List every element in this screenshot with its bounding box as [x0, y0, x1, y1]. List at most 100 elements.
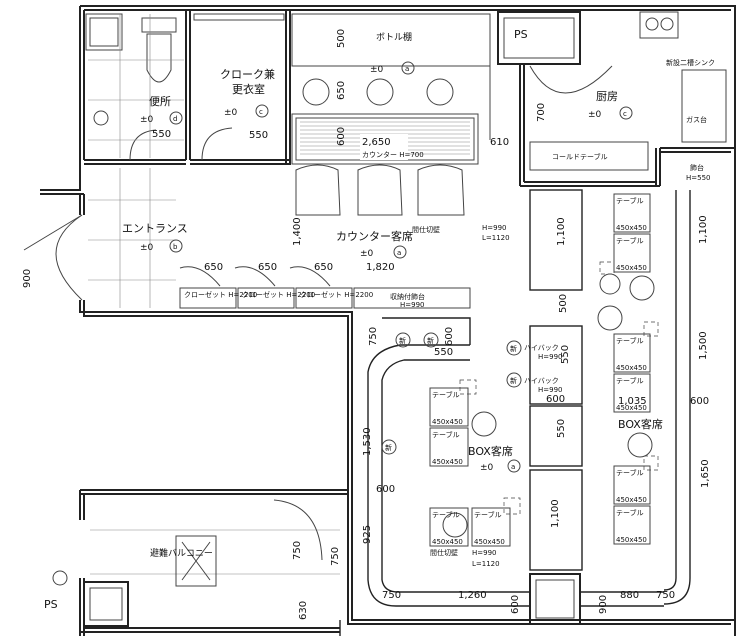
dim-600a: 600 [444, 327, 455, 346]
table-size: 450x450 [616, 364, 647, 372]
dim-1530: 1,530 [362, 427, 373, 456]
table-size: 450x450 [432, 418, 463, 426]
box-seats-level: ±0 [480, 463, 494, 473]
dim-closet-650b: 650 [258, 262, 277, 273]
entrance: 900 エントランス ±0 b [22, 168, 188, 308]
table-label: テーブル [616, 376, 644, 385]
outer-walls [40, 5, 736, 636]
table: テーブル 450x450 [613, 333, 651, 373]
table-label: テーブル [432, 390, 460, 399]
table-label: テーブル [616, 236, 644, 245]
table-size: 450x450 [616, 496, 647, 504]
new-mark-4: 新 [510, 344, 517, 353]
table: テーブル 450x450 [613, 193, 651, 233]
dim-750b: 750 [292, 541, 303, 560]
dim-1260: 1,260 [458, 590, 487, 601]
table: テーブル 450x450 [429, 427, 469, 467]
box-seats-right-label: BOX客席 [618, 417, 663, 431]
shelf-label: 飾台 [690, 163, 704, 172]
new-mark-2: 新 [427, 336, 434, 345]
new-mark-5: 新 [510, 376, 517, 385]
dim-610: 610 [490, 137, 509, 148]
entrance-level: ±0 [140, 243, 154, 253]
dim-750c: 750 [330, 547, 341, 566]
kitchen-label: 厨房 [596, 90, 618, 103]
dim-1100a: 1,100 [556, 217, 567, 246]
balcony-label: 避難バルコニー [150, 547, 213, 559]
dim-bar-650: 650 [336, 81, 347, 100]
partition-bottom-3: L=1120 [472, 560, 500, 568]
dim-counter-2650: 2,650 [362, 137, 391, 148]
sink-label: 新設二槽シンク [666, 58, 715, 67]
ps-top-label: PS [514, 28, 528, 41]
dim-600b: 600 [546, 394, 565, 405]
box-seats-right: 1,100 1,500 600 1,650 1,035 BOX客席 [618, 190, 711, 605]
dim-counter-600: 600 [336, 127, 347, 146]
kitchen-code: c [623, 110, 627, 118]
storage-label: 収納付飾台 [390, 292, 425, 301]
dim-cloak-550: 550 [249, 130, 268, 141]
kitchen: 新設二槽シンク ガス台 700 厨房 ±0 c コールドテーブル 飾台 H=55… [519, 11, 735, 187]
bottle-shelf-label: ボトル棚 [376, 31, 412, 43]
box-seats-label: BOX客席 [468, 444, 513, 458]
table: テーブル 450x450 [613, 505, 651, 545]
dim-1650: 1,650 [700, 459, 711, 488]
counter-seats-level: ±0 [360, 249, 374, 259]
dim-600d: 600 [376, 484, 395, 495]
cold-table-label: コールドテーブル [552, 152, 608, 161]
partition-bottom-1: 間仕切壁 [430, 548, 458, 557]
dim-entrance-900: 900 [22, 269, 33, 288]
dim-750a: 750 [368, 327, 379, 346]
table: テーブル 450x450 [429, 387, 469, 427]
high-back-seating: 1,100 500 550 550 1,100 600 新 ハイバック H=99… [506, 189, 659, 571]
counter-seats: 1,400 カウンター客席 ±0 a 間仕切壁 H=990 L=1120 650… [179, 164, 510, 309]
dim-600c: 600 [690, 396, 709, 407]
entrance-label: エントランス [122, 222, 188, 235]
dim-550d: 550 [556, 419, 567, 438]
dim-1100c: 1,100 [550, 499, 561, 528]
new-mark-1: 新 [399, 336, 406, 345]
dim-550c: 550 [560, 345, 571, 364]
bar-area: ボトル棚 500 650 ±0 a 2,650 カウンター H=700 600 … [291, 13, 509, 165]
counter-label: カウンター H=700 [362, 150, 424, 159]
dim-900c: 900 [598, 595, 609, 614]
high-back-2-label: ハイバック [524, 377, 559, 385]
table: テーブル 450x450 [471, 507, 511, 547]
counter-seats-code: a [397, 249, 401, 257]
table-label: テーブル [432, 430, 460, 439]
entrance-code: b [173, 243, 178, 251]
closet-2-label: クローゼット H=2200 [242, 290, 315, 299]
dim-550b: 550 [434, 347, 453, 358]
dim-1400: 1,400 [292, 217, 303, 246]
counter-seats-label: カウンター客席 [336, 229, 413, 243]
high-back-1-sub: H=990 [538, 353, 563, 361]
table-size: 450x450 [474, 538, 505, 546]
table-label: テーブル [616, 336, 644, 345]
table: テーブル 450x450 [429, 507, 469, 547]
kitchen-level: ±0 [588, 110, 602, 120]
cloak-room: クローク兼 更衣室 ±0 c 550 [190, 10, 291, 165]
shelf-sub: H=550 [686, 174, 711, 182]
table-label: テーブル [616, 196, 644, 205]
toilet-code: d [173, 115, 177, 123]
balcony-area: 750 避難バルコニー 750 630 PS [44, 499, 341, 627]
table-size: 450x450 [616, 404, 647, 412]
dim-1500: 1,500 [698, 331, 709, 360]
table-size: 450x450 [616, 536, 647, 544]
dim-toilet-550: 550 [152, 129, 171, 140]
dim-1820: 1,820 [366, 262, 395, 273]
toilet-level: ±0 [140, 115, 154, 125]
cloak-code: c [259, 108, 263, 116]
dim-750d: 750 [382, 590, 401, 601]
high-back-1-label: ハイバック [524, 344, 559, 352]
table-size: 450x450 [432, 458, 463, 466]
dim-750e: 750 [656, 590, 675, 601]
box-seats-left: 750 550 600 新 新 1,530 新 600 925 BOX客席 ±0… [362, 317, 521, 580]
ps-top: PS [497, 11, 581, 65]
table-label: テーブル [474, 510, 502, 519]
dim-925: 925 [362, 525, 373, 544]
dim-closet-650c: 650 [314, 262, 333, 273]
toilet-label: 便所 [149, 95, 171, 108]
partition-bottom-2: H=990 [472, 549, 497, 557]
